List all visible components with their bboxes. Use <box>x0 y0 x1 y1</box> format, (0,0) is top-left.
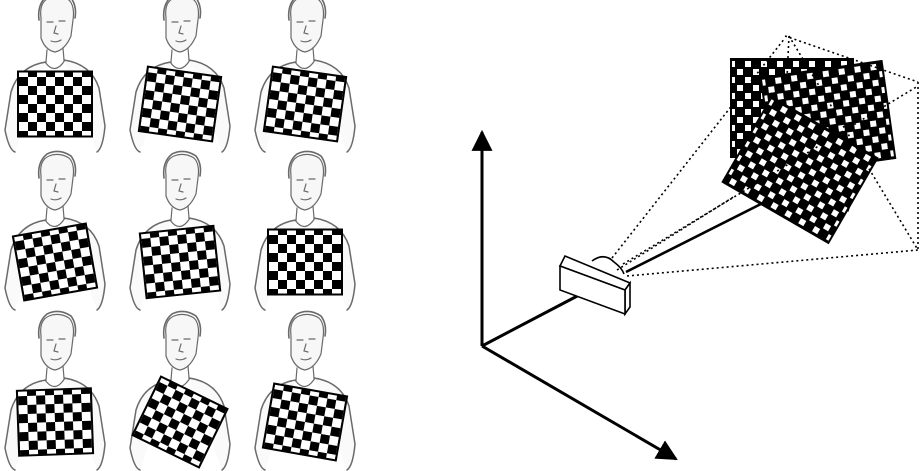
checkerboard <box>17 70 93 138</box>
checkerboard <box>15 387 95 457</box>
calibration-photo <box>254 310 356 471</box>
checkerboard <box>262 65 348 143</box>
camera-icon <box>558 254 632 317</box>
view-frustum <box>611 35 919 277</box>
world-axis-to-camera <box>481 291 584 348</box>
calibration-photo-grid <box>4 0 356 471</box>
checkerboard-poses <box>721 58 897 245</box>
calibration-photo <box>129 150 231 311</box>
checkerboard <box>261 382 349 462</box>
calibration-photo <box>254 0 356 153</box>
calibration-photo <box>129 310 231 471</box>
calibration-photo <box>4 150 106 311</box>
scene-checkerboard <box>721 95 879 245</box>
calibration-photo <box>4 310 106 471</box>
calibration-photo <box>129 0 231 153</box>
checkerboard <box>131 375 229 469</box>
checkerboard <box>11 222 99 302</box>
camera-scene-diagram <box>471 35 919 461</box>
world-axis-depth <box>481 344 678 461</box>
checkerboard <box>267 228 343 296</box>
calibration-photo <box>254 150 356 311</box>
calibration-photo <box>4 0 106 153</box>
checkerboard <box>138 224 222 300</box>
checkerboard <box>137 65 223 143</box>
